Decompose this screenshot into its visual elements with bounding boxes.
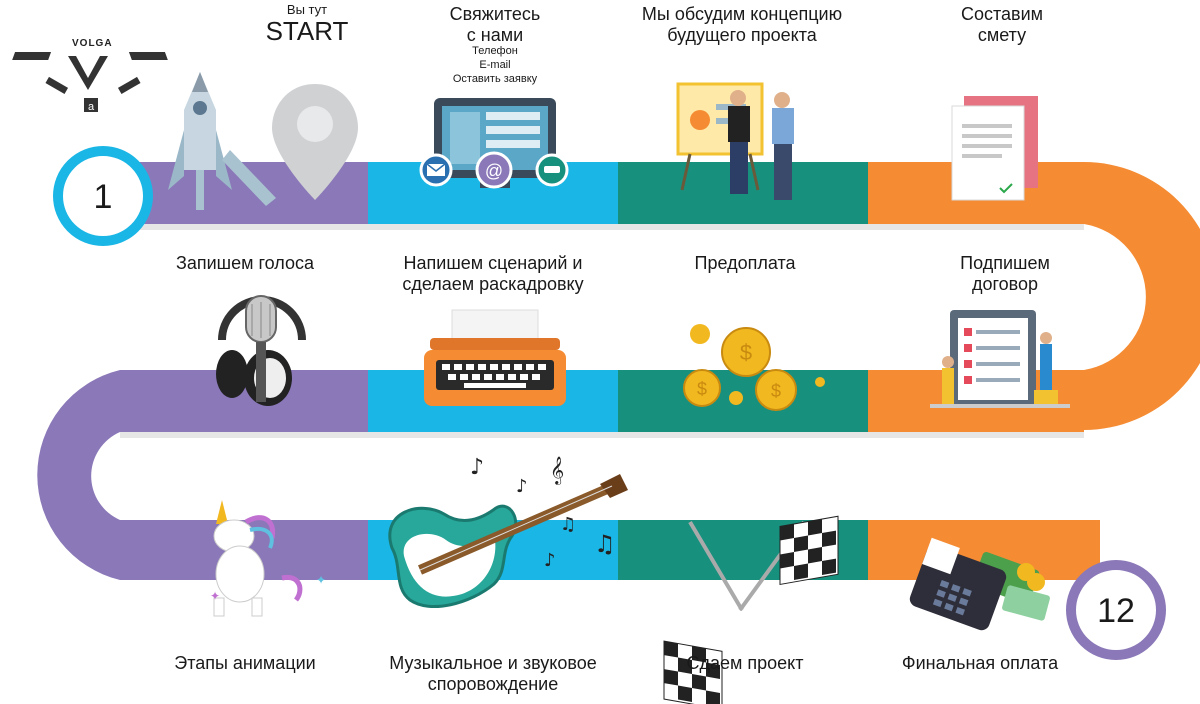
start-number: 1 [94,178,113,216]
microphone-icon [216,295,306,406]
step-estimate-title: Составим смету [960,4,1044,45]
step-contact-option-email: E-mail [479,59,511,71]
presentation-icon [676,82,794,200]
logo: a [12,52,168,113]
step-final-title: Финальная оплата [901,653,1059,673]
svg-text:♪: ♪ [470,455,484,480]
logo-text: VOLGA [72,38,113,49]
map-pin-icon [272,84,358,200]
step-contact-title: Свяжитесь с нами [449,4,541,45]
step-music-title: Музыкальное и звуковое споровождение [389,653,597,694]
svg-text:𝄞: 𝄞 [550,456,564,485]
document-icon [951,96,1038,201]
step-discuss-title: Мы обсудим концепцию будущего проекта [641,4,843,45]
step-contact-option-phone: Телефон [472,45,518,57]
road-row2-teal [618,370,868,432]
svg-text:♪: ♪ [544,550,556,571]
step-contract-title: Подпишем договор [960,253,1050,294]
step-animation-title: Этапы анимации [174,653,316,673]
at-sign-icon: @ [475,151,513,189]
end-marker: 12 [1066,560,1166,660]
coins-icon: $ $ $ [683,324,825,411]
step-delivery-title: Сдаем проект [686,653,804,673]
unicorn-icon: ✦ ✦ [210,500,326,617]
road-curve-left [37,370,120,580]
svg-text:♫: ♫ [560,514,576,535]
guitar-icon: ♪ 𝄞 ♪ ♫ ♫ ♪ [388,455,628,608]
typewriter-icon [424,309,566,406]
step-contact-option-request: Оставить заявку [452,73,538,85]
start-caption: Вы тут [286,2,328,17]
svg-text:✦: ✦ [316,573,326,587]
svg-text:♫: ♫ [594,530,616,558]
rocket-icon [168,72,276,210]
checkered-flags-icon [663,515,839,704]
mail-icon [419,153,453,187]
step-prepay-title: Предоплата [694,253,796,273]
svg-text:$: $ [697,379,707,399]
payment-terminal-icon [909,537,1050,631]
end-number: 12 [1097,592,1135,630]
svg-text:$: $ [740,340,752,365]
svg-text:a: a [88,101,95,113]
checklist-icon [930,310,1070,408]
road-curve-right [1084,162,1200,430]
step-script-title: Напишем сценарий и сделаем раскадровку [402,253,584,294]
monitor-icon [434,98,556,188]
svg-text:@: @ [485,161,503,181]
svg-text:✦: ✦ [210,589,220,603]
start-title: START [265,16,349,46]
phone-icon [535,153,569,187]
start-marker: 1 [53,146,153,246]
svg-text:$: $ [771,381,781,401]
svg-text:♪: ♪ [516,476,528,497]
step-voices-title: Запишем голоса [175,253,315,273]
